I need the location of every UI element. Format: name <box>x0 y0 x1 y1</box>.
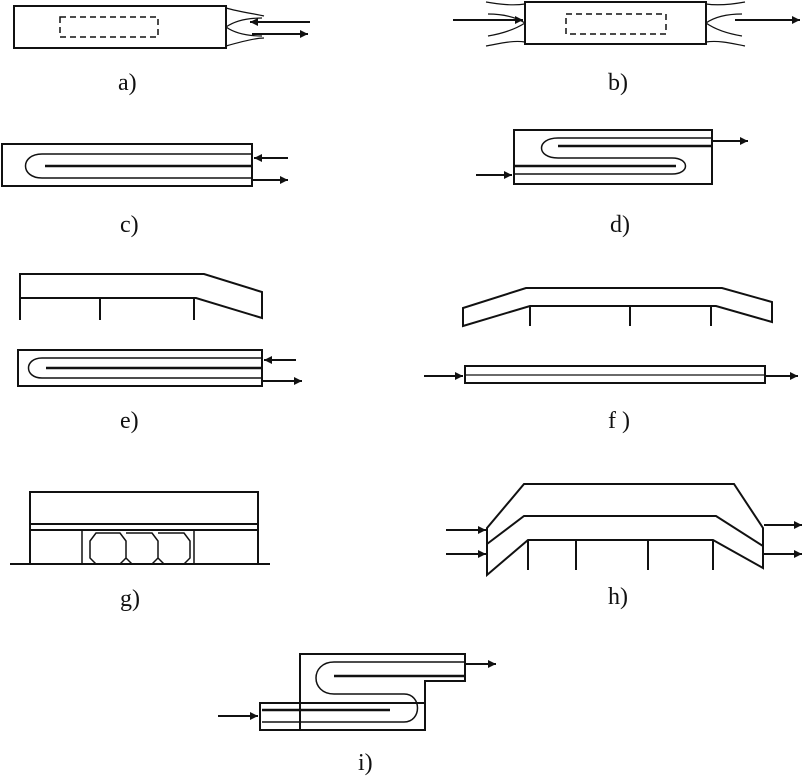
lower-chamber <box>260 703 425 730</box>
panel-label-b: b) <box>608 70 628 96</box>
strip-loop <box>26 154 253 178</box>
panel-label-i: i) <box>358 750 373 776</box>
workpiece-dashed <box>60 17 158 37</box>
furnace-inner-profile <box>487 516 763 546</box>
panel-label-a: a) <box>118 70 137 96</box>
panel-label-h: h) <box>608 584 628 610</box>
panel-i: i) <box>218 654 496 776</box>
workpiece-dashed <box>566 14 666 34</box>
panel-label-f: f ) <box>608 408 630 434</box>
furnace-body <box>514 130 712 184</box>
furnace-body <box>14 6 226 48</box>
strip-loop <box>29 358 263 378</box>
panel-e: e) <box>18 274 302 434</box>
panel-c: c) <box>2 144 288 238</box>
panel-f: f ) <box>424 288 798 434</box>
panel-label-d: d) <box>610 212 630 238</box>
panel-label-g: g) <box>120 586 140 612</box>
panel-h: h) <box>446 484 802 610</box>
strip-s-path <box>262 662 465 722</box>
coil-row <box>90 533 190 564</box>
furnace-body <box>30 492 258 564</box>
panel-label-e: e) <box>120 408 139 434</box>
furnace-roof-profile <box>20 274 262 320</box>
end-flange-curves <box>226 8 264 46</box>
strip-s-path <box>514 138 712 174</box>
furnace-body <box>525 2 706 44</box>
panel-label-c: c) <box>120 212 139 238</box>
panel-b: b) <box>453 2 800 96</box>
right-flange-curves <box>706 2 745 46</box>
panel-a: a) <box>14 6 310 96</box>
left-flange-curves <box>486 2 525 46</box>
furnace-roof-profile <box>463 288 772 326</box>
furnace-outer-profile <box>487 484 763 575</box>
panel-g: g) <box>10 492 270 612</box>
panel-d: d) <box>476 130 748 238</box>
